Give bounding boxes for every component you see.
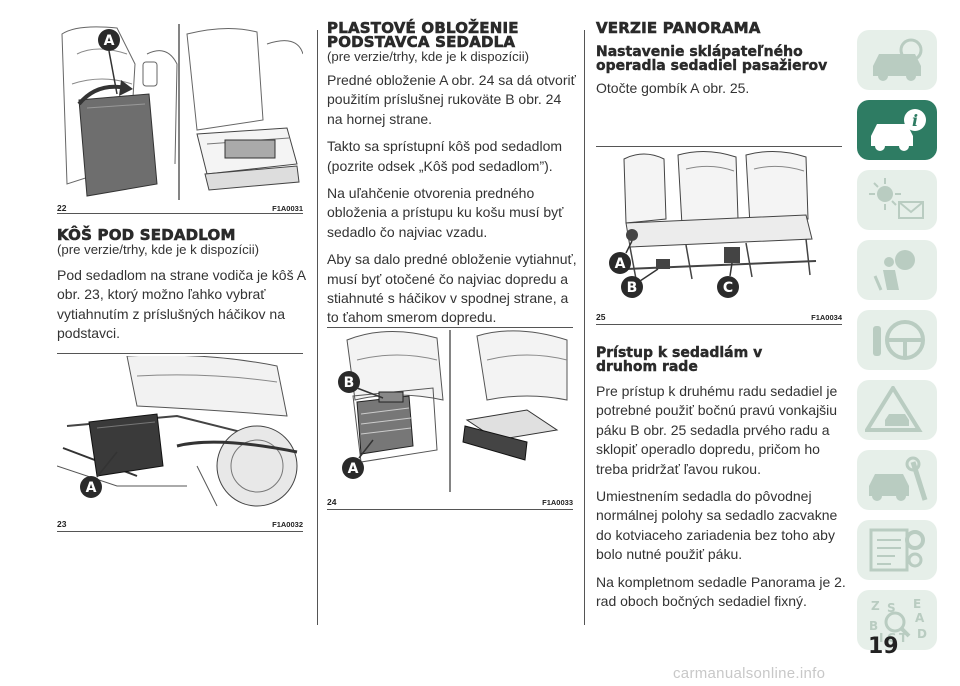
section-heading-panorama: VERZIE PANORAMA [596, 19, 761, 37]
car-wrench-icon [869, 456, 928, 501]
figure-24-caption: 24 F1A0033 [327, 494, 573, 508]
tab-lights-warnings[interactable] [857, 170, 937, 230]
figure-25-bottom-rule [596, 324, 842, 325]
figure-24-number: 24 [327, 497, 337, 507]
index-letter-c: C [887, 631, 896, 644]
figure-23: A 23 F1A0032 [57, 356, 303, 530]
subheading-backrest: Nastavenie sklápateľného operadla sedadi… [596, 44, 828, 74]
paragraph-trim-1: Predné obloženie A obr. 24 sa dá otvoriť… [327, 72, 576, 127]
tab-dashboard[interactable] [857, 30, 937, 90]
figure-22-number: 22 [57, 203, 67, 213]
tab-emergency[interactable] [857, 380, 937, 440]
figure-22-callout-a: A [104, 33, 115, 49]
figure-25: A B C 25 F1A0034 [596, 149, 842, 323]
alphabetical-index-icon: Z E B A I C T D S [869, 597, 927, 644]
car-info-icon: i [871, 109, 926, 151]
figure-24-illustration: B A [327, 330, 573, 492]
section-heading-trim: PLASTOVÉ OBLOŽENIE PODSTAVCA SEDADLA [327, 19, 519, 51]
subheading-second-row: Prístup k sedadlám v druhom rade [596, 345, 763, 375]
section-heading-basket: KÔŠ POD SEDADLOM [57, 226, 236, 244]
warning-triangle-car-icon [865, 386, 923, 432]
paragraph-backrest: Otočte gombík A obr. 25. [596, 80, 750, 96]
figure-23-caption: 23 F1A0032 [57, 516, 303, 530]
paragraph-second-row-2: Umiestnením sedadla do pôvodnej normálne… [596, 488, 838, 563]
figure-24-top-rule [327, 327, 573, 328]
index-letter-t: T [899, 631, 908, 644]
figure-22: A 22 F1A0031 [57, 24, 303, 214]
index-letter-a: A [915, 611, 925, 625]
paragraph-trim-2: Takto sa sprístupní kôš pod sedadlom (po… [327, 138, 563, 174]
figure-24: B A 24 F1A0033 [327, 330, 573, 508]
column-3-text-top: VERZIE PANORAMA Nastavenie sklápateľného… [596, 19, 846, 98]
paragraph-trim-4: Aby sa dalo predné obloženie vytiahnuť, … [327, 251, 577, 326]
figure-25-caption: 25 F1A0034 [596, 309, 842, 323]
figure-23-callout-a: A [86, 480, 97, 496]
index-letter-i: I [879, 631, 883, 644]
tab-car-info[interactable]: i [857, 100, 937, 160]
paragraph-basket: Pod sedadlom na strane vodiča je kôš A o… [57, 267, 306, 342]
lights-warning-icon [869, 178, 924, 219]
tab-technical-data[interactable] [857, 520, 937, 580]
tab-maintenance[interactable] [857, 450, 937, 510]
index-letter-s: S [887, 601, 896, 615]
technical-data-icon [869, 528, 925, 572]
tab-index[interactable]: Z E B A I C T D S [857, 590, 937, 650]
figure-25-number: 25 [596, 312, 606, 322]
index-letter-d: D [917, 627, 927, 641]
figure-24-code: F1A0033 [542, 498, 573, 507]
tab-driving[interactable] [857, 310, 937, 370]
figure-24-callout-b: B [344, 375, 355, 391]
figure-25-callout-a: A [615, 256, 626, 272]
column-2-text: PLASTOVÉ OBLOŽENIE PODSTAVCA SEDADLA (pr… [327, 19, 577, 328]
car-dashboard-icon [873, 38, 923, 81]
paragraph-trim-3: Na uľahčenie otvorenia predného obloženi… [327, 185, 564, 240]
page-number: 19 [868, 634, 899, 659]
figure-23-top-rule [57, 353, 303, 354]
figure-23-illustration: A [57, 356, 303, 514]
index-letter-b: B [869, 619, 878, 633]
figure-25-callout-c: C [723, 280, 733, 296]
figure-22-illustration: A [57, 24, 303, 200]
figure-25-illustration: A B C [596, 149, 842, 307]
figure-23-number: 23 [57, 519, 67, 529]
index-letter-z: Z [871, 599, 880, 613]
column-divider-1 [317, 30, 318, 625]
section-subtitle-basket: (pre verzie/trhy, kde je k dispozícii) [57, 242, 260, 257]
figure-25-callout-b: B [627, 280, 638, 296]
watermark: carmanualsonline.info [673, 665, 826, 682]
figure-23-code: F1A0032 [272, 520, 303, 529]
airbag-seat-icon [873, 250, 915, 291]
figure-24-bottom-rule [327, 509, 573, 510]
steering-wheel-icon [873, 320, 925, 360]
figure-25-top-rule [596, 146, 842, 147]
figure-23-bottom-rule [57, 531, 303, 532]
column-divider-2 [584, 30, 585, 625]
section-subtitle-trim: (pre verzie/trhy, kde je k dispozícii) [327, 49, 530, 64]
figure-22-code: F1A0031 [272, 204, 303, 213]
column-1-text: KÔŠ POD SEDADLOM (pre verzie/trhy, kde j… [57, 226, 307, 344]
figure-25-code: F1A0034 [811, 313, 842, 322]
column-3-text-bottom: Prístup k sedadlám v druhom rade Pre prí… [596, 346, 848, 611]
figure-22-caption: 22 F1A0031 [57, 200, 303, 214]
paragraph-second-row-1: Pre prístup k druhému radu sedadiel je p… [596, 383, 838, 477]
figure-24-callout-a: A [348, 461, 359, 477]
tab-safety[interactable] [857, 240, 937, 300]
index-letter-e: E [913, 597, 921, 611]
svg-text:i: i [912, 111, 918, 130]
figure-22-bottom-rule [57, 213, 303, 214]
paragraph-second-row-3: Na kompletnom sedadle Panorama je 2. rad… [596, 573, 846, 610]
